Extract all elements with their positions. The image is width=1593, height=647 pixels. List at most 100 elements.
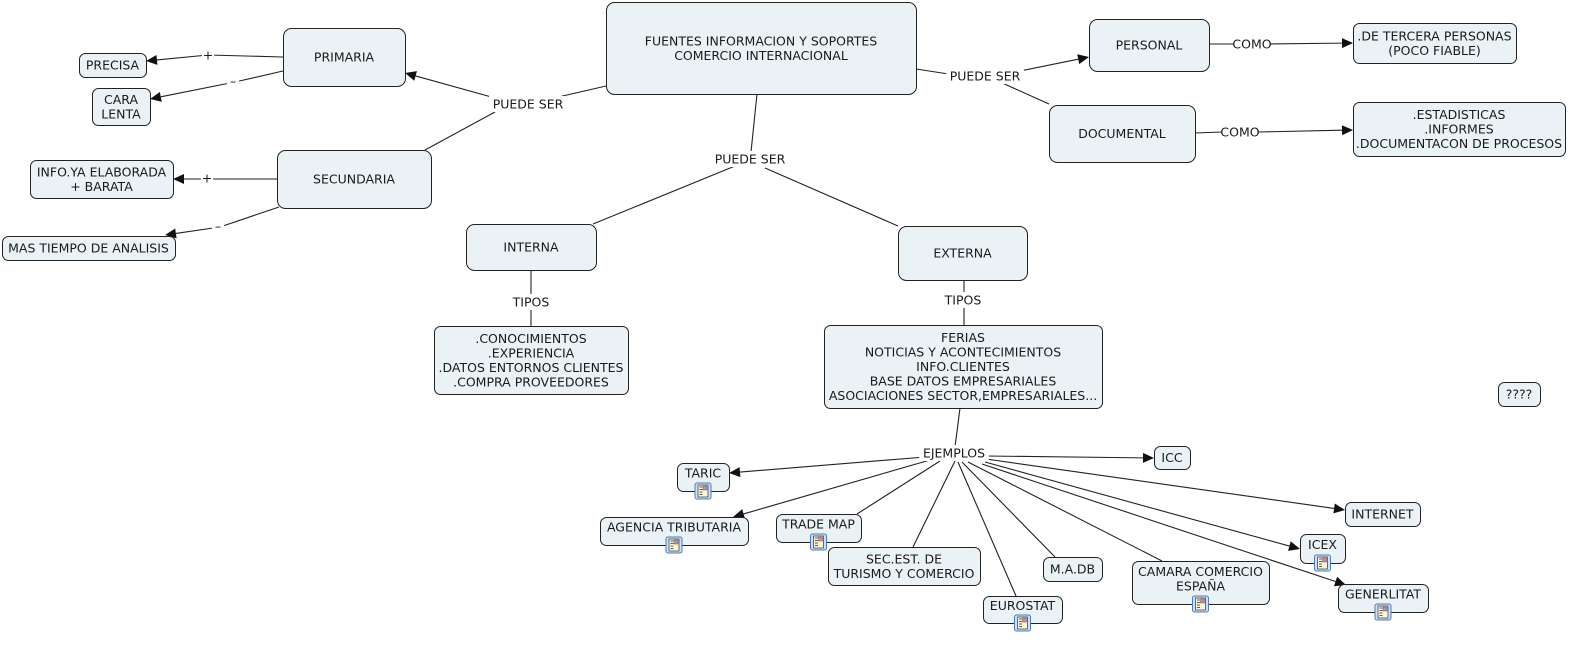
link-label-plus-primaria[interactable]: + — [201, 47, 215, 63]
node-label: PRIMARIA — [314, 50, 375, 65]
node-label-line: GENERLITAT — [1345, 587, 1421, 602]
connector-to-generlitat — [981, 463, 1336, 583]
node-label: ???? — [1506, 387, 1533, 402]
attached-document-icon[interactable] — [1374, 603, 1392, 621]
concept-node-personal[interactable]: PERSONAL — [1089, 19, 1210, 72]
concept-node-unknown[interactable]: ???? — [1498, 382, 1541, 407]
link-label-background — [711, 151, 789, 167]
node-label: ICEX — [1308, 537, 1337, 552]
connector-to-agencia — [743, 459, 931, 515]
node-label-line: .DE TERCERA PERSONAS — [1357, 28, 1511, 43]
concept-node-agencia[interactable]: AGENCIA TRIBUTARIA — [600, 517, 749, 546]
node-label-line: + BARATA — [70, 179, 133, 194]
node-label-line: PERSONAL — [1116, 38, 1183, 53]
node-label-line: INTERNET — [1351, 507, 1414, 522]
connector-root-bottom — [750, 93, 758, 153]
node-label-line: .ESTADISTICAS — [1413, 107, 1506, 122]
link-label-plus-secundaria[interactable]: + — [200, 170, 214, 186]
link-label-background — [940, 292, 986, 308]
concept-node-generlitat[interactable]: GENERLITAT — [1338, 584, 1429, 613]
node-box — [1353, 102, 1566, 157]
node-label-line: .CONOCIMIENTOS — [475, 331, 586, 346]
link-label-tipos-externa[interactable]: TIPOS — [940, 292, 986, 308]
node-label: INTERNA — [503, 240, 559, 255]
concept-node-icex[interactable]: ICEX — [1300, 534, 1346, 564]
link-label-como-documental[interactable]: COMO — [1220, 124, 1260, 140]
node-label-line: ???? — [1506, 387, 1533, 402]
concept-node-estadisticas[interactable]: .ESTADISTICAS.INFORMES.DOCUMENTACON DE P… — [1353, 102, 1566, 157]
connector-to-cara — [160, 81, 236, 98]
node-box — [1498, 382, 1541, 407]
link-label-ejemplos[interactable]: EJEMPLOS — [919, 445, 989, 461]
link-label-minus-secundaria[interactable]: – — [211, 218, 225, 234]
arrowhead-icon — [1142, 452, 1154, 463]
connector-to-precisa — [156, 54, 209, 61]
connector-to-externa — [764, 167, 899, 227]
node-label: PRECISA — [86, 58, 140, 73]
node-label: EUROSTAT — [990, 598, 1056, 613]
concept-node-madb[interactable]: M.A.DB — [1043, 557, 1103, 582]
link-label-text: + — [203, 48, 213, 63]
attached-document-icon[interactable] — [1192, 595, 1209, 613]
concept-node-tercera[interactable]: .DE TERCERA PERSONAS(POCO FIABLE) — [1353, 23, 1517, 64]
node-box — [30, 160, 174, 199]
concept-node-eurostat[interactable]: EUROSTAT — [983, 596, 1063, 624]
link-label-background — [946, 68, 1024, 84]
concept-node-internet[interactable]: INTERNET — [1345, 502, 1421, 527]
node-box — [466, 224, 597, 271]
node-box — [898, 226, 1028, 281]
concept-node-conocimientos[interactable]: .CONOCIMIENTOS.EXPERIENCIA.DATOS ENTORNO… — [434, 326, 629, 395]
attached-document-icon[interactable] — [694, 482, 712, 500]
link-label-minus-primaria[interactable]: – — [226, 73, 240, 89]
node-label-line: .DOCUMENTACON DE PROCESOS — [1356, 136, 1562, 151]
link-label-puede-ser-bottom[interactable]: PUEDE SER — [711, 151, 789, 167]
arrowhead-icon — [1341, 38, 1353, 49]
connector-to-madb — [961, 461, 1056, 558]
node-box — [283, 28, 406, 87]
node-label-line: .EXPERIENCIA — [488, 345, 575, 360]
node-label: INTERNET — [1351, 507, 1414, 522]
document-page-shape — [697, 484, 709, 498]
node-label: ICC — [1161, 450, 1182, 465]
concept-node-mas-tiempo[interactable]: MAS TIEMPO DE ANALISIS — [2, 236, 176, 261]
concept-node-documental[interactable]: DOCUMENTAL — [1049, 105, 1196, 163]
concept-node-precisa[interactable]: PRECISA — [79, 53, 147, 78]
connector-to-internet — [985, 458, 1335, 509]
arrowhead-icon — [1077, 54, 1089, 65]
node-box — [79, 53, 147, 78]
concept-node-taric[interactable]: TARIC — [677, 463, 730, 492]
attached-document-icon[interactable] — [665, 536, 683, 554]
node-label-line: ICEX — [1308, 537, 1337, 552]
document-page-shape — [1317, 556, 1328, 570]
attached-document-icon[interactable] — [1014, 614, 1031, 632]
node-label: .CONOCIMIENTOS.EXPERIENCIA.DATOS ENTORNO… — [439, 331, 624, 390]
link-label-como-personal[interactable]: COMO — [1232, 36, 1272, 52]
concept-node-info-elab[interactable]: INFO.YA ELABORADA+ BARATA — [30, 160, 174, 199]
attached-document-icon[interactable] — [1314, 554, 1331, 572]
node-label: DOCUMENTAL — [1078, 126, 1166, 141]
concept-node-interna[interactable]: INTERNA — [466, 224, 597, 271]
concept-node-primaria[interactable]: PRIMARIA — [283, 28, 406, 87]
link-label-background — [1221, 124, 1259, 140]
link-label-puede-ser-left[interactable]: PUEDE SER — [489, 96, 567, 112]
node-label: TARIC — [684, 466, 722, 481]
link-label-background — [201, 47, 215, 63]
concept-node-externa[interactable]: EXTERNA — [898, 226, 1028, 281]
link-label-puede-ser-right[interactable]: PUEDE SER — [946, 68, 1024, 84]
node-label: .DE TERCERA PERSONAS(POCO FIABLE) — [1357, 28, 1511, 58]
concept-node-secundaria[interactable]: SECUNDARIA — [277, 150, 432, 209]
concept-node-icc[interactable]: ICC — [1154, 446, 1191, 470]
node-label-line: MAS TIEMPO DE ANALISIS — [8, 241, 169, 256]
node-label-line: M.A.DB — [1050, 562, 1095, 577]
document-page-shape — [1017, 616, 1028, 630]
document-page-shape — [1195, 597, 1206, 611]
attached-document-icon[interactable] — [810, 533, 827, 551]
node-label-line: .COMPRA PROVEEDORES — [453, 374, 609, 389]
link-label-tipos-interna[interactable]: TIPOS — [508, 294, 554, 310]
